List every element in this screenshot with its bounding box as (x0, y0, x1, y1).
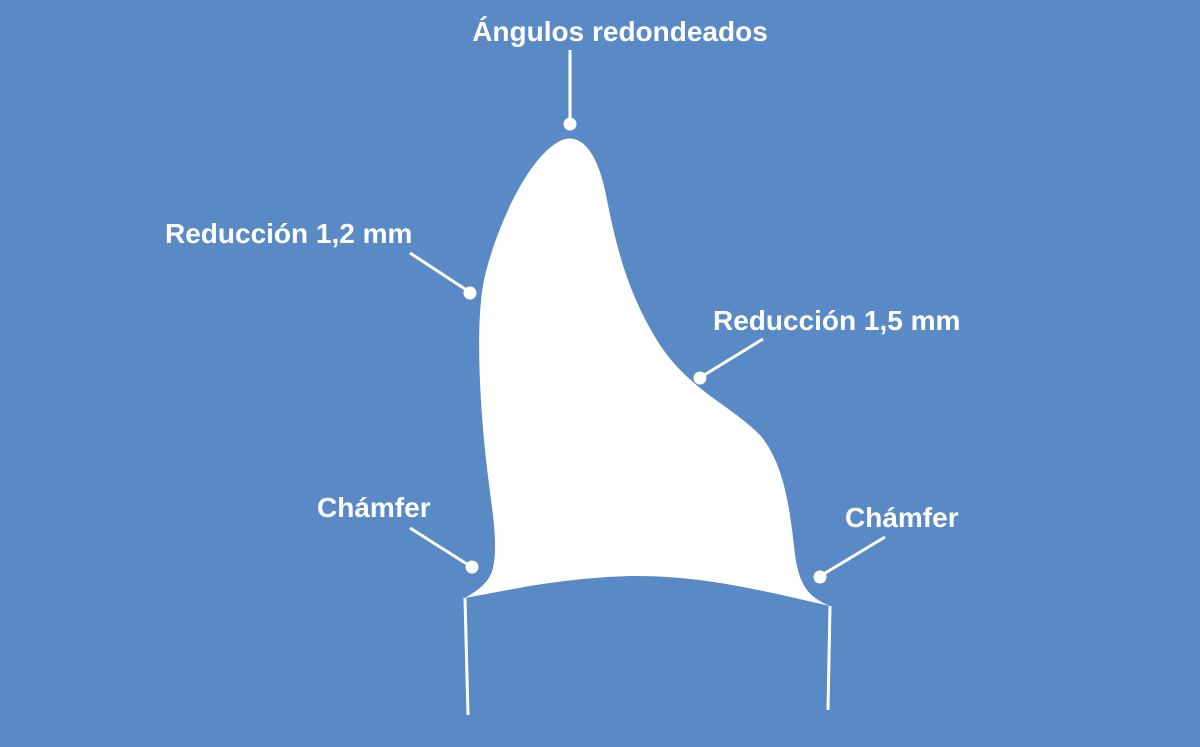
leader-line (700, 337, 764, 379)
label-reduction-1-2: Reducción 1,2 mm (165, 218, 412, 249)
leader-dot (465, 560, 479, 574)
callout-left-chamfer: Chámfer (317, 492, 479, 574)
label-reduction-1-5: Reducción 1,5 mm (713, 305, 960, 336)
leader-line (409, 526, 471, 568)
leader-line (821, 535, 886, 577)
leader-dot (563, 117, 577, 131)
leader-dot (693, 371, 707, 385)
leader-dot (813, 570, 827, 584)
callout-reduction-1-2: Reducción 1,2 mm (165, 218, 477, 300)
label-right-chamfer: Chámfer (845, 502, 959, 533)
leader-line (409, 251, 469, 293)
callout-right-chamfer: Chámfer (813, 502, 959, 584)
leader-dot (463, 286, 477, 300)
left-root-wall (463, 597, 470, 716)
callout-rounded-angles: Ángulos redondeados (472, 16, 768, 131)
callout-reduction-1-5: Reducción 1,5 mm (693, 305, 960, 385)
tooth-crown-shape (465, 138, 830, 606)
right-root-wall (826, 605, 832, 711)
label-rounded-angles: Ángulos redondeados (472, 16, 768, 47)
label-left-chamfer: Chámfer (317, 492, 431, 523)
